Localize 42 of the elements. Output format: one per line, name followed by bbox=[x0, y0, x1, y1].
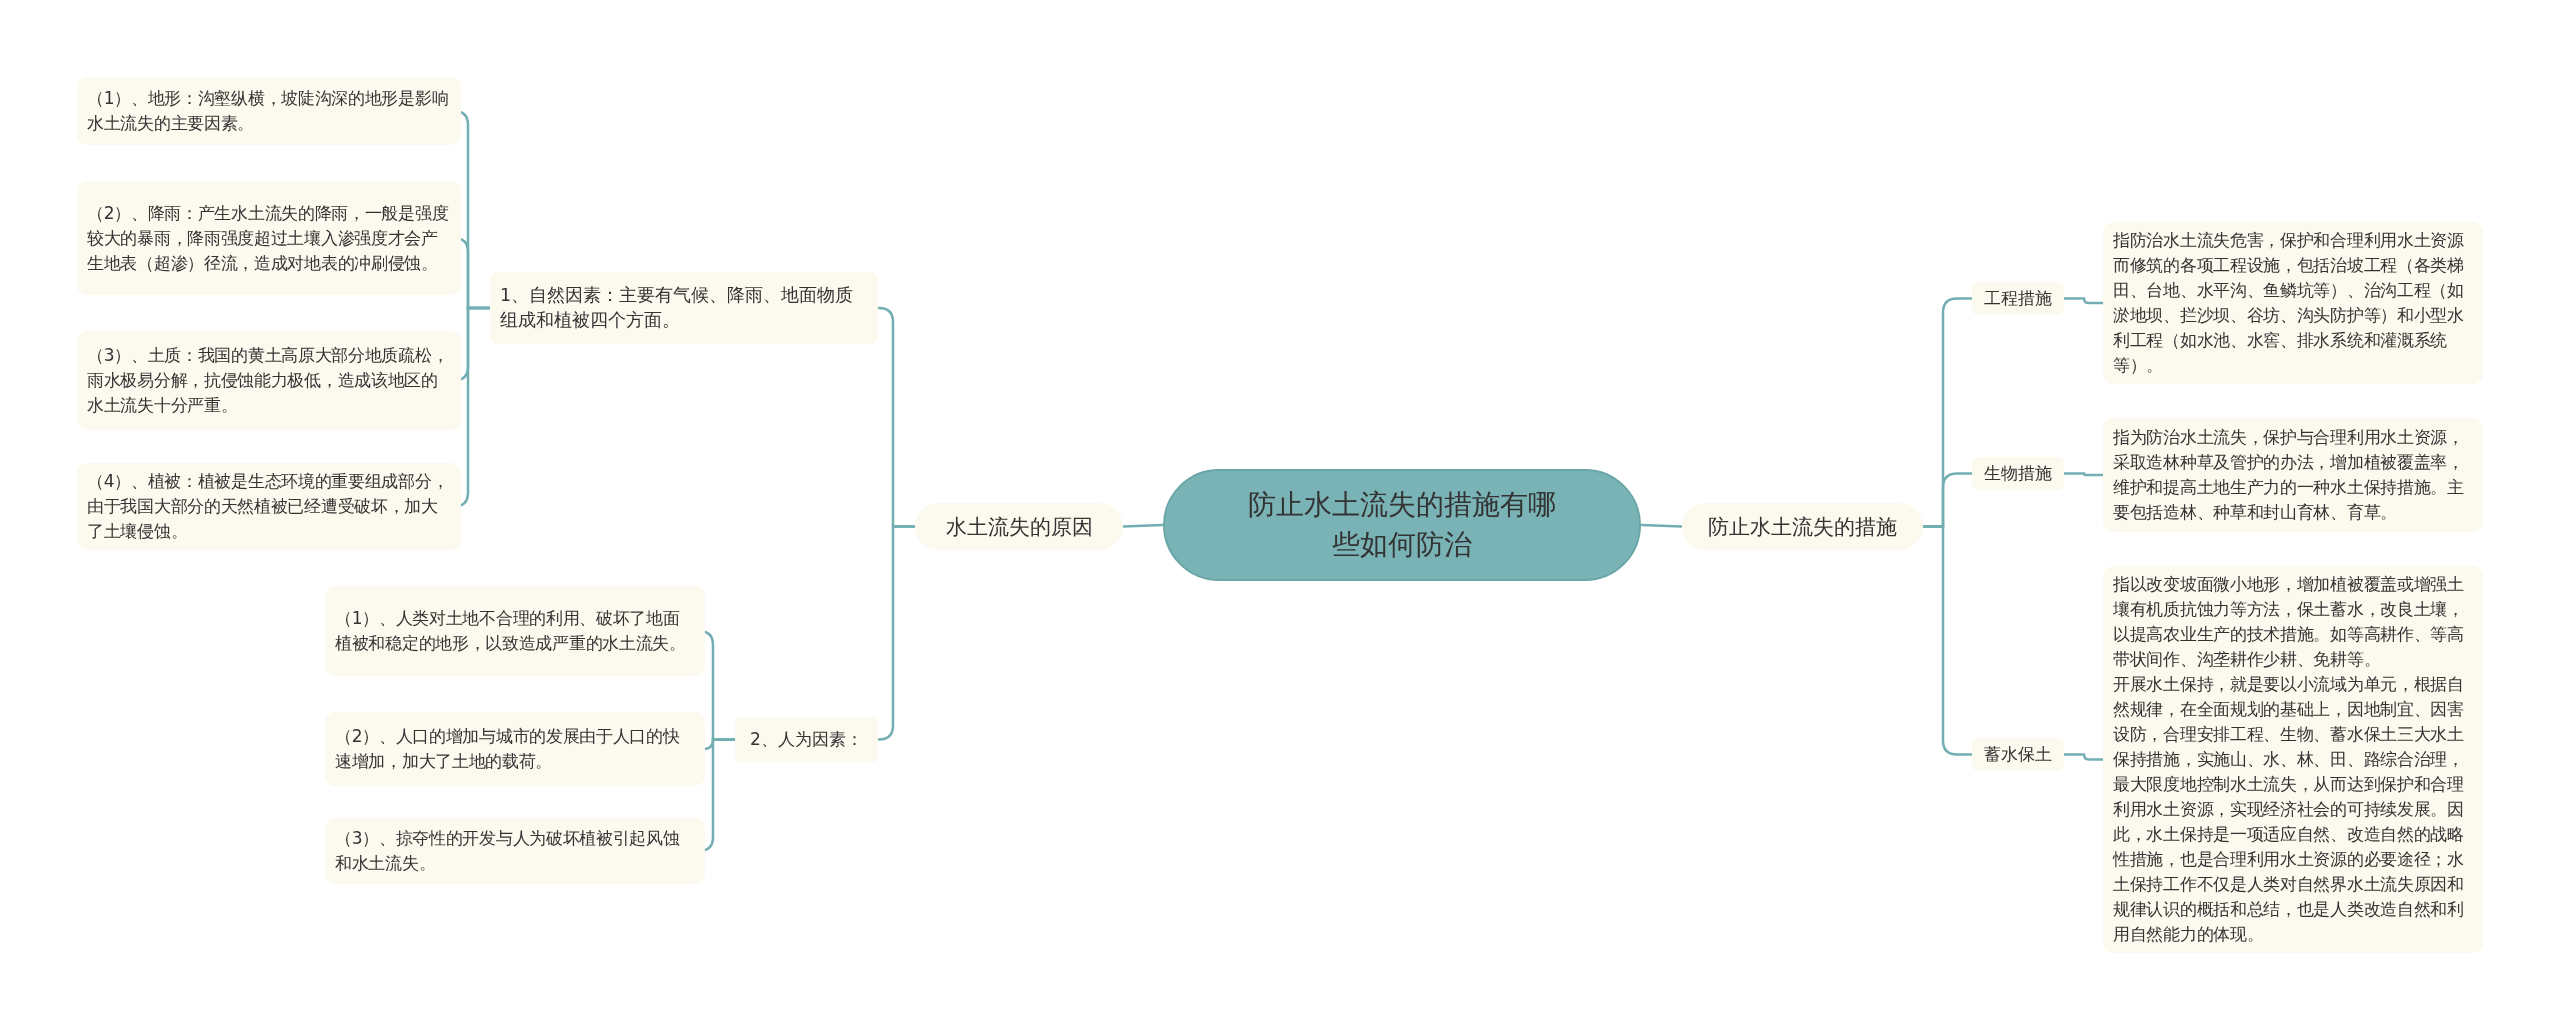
node-text: （1）、人类对土地不合理的利用、破坏了地面植被和稳定的地形，以致造成严重的水土流失。 bbox=[335, 607, 687, 655]
node-text: 蓄水保土 bbox=[1984, 743, 2052, 766]
node-text: （2）、人口的增加与城市的发展由于人口的快速增加，加大了土地的载荷。 bbox=[335, 725, 681, 773]
connector-line bbox=[877, 525, 915, 741]
connector-line bbox=[2064, 753, 2103, 761]
node-text: 2、人为因素： bbox=[750, 728, 863, 751]
text-card bbox=[2103, 566, 2483, 953]
connector-line bbox=[1122, 523, 1164, 528]
branch-box bbox=[1682, 503, 1923, 550]
text-card bbox=[2103, 418, 2483, 532]
text-card bbox=[325, 818, 705, 884]
text-card bbox=[325, 586, 705, 676]
text-card bbox=[77, 181, 461, 295]
node-text: （2）、降雨：产生水土流失的降雨，一般是强度较大的暴雨，降雨强度超过土壤入渗强度才会产生地表（超渗）径流，造成对地表的冲刷侵蚀。 bbox=[87, 201, 450, 275]
node-text: 指防治水土流失危害，保护和合理利用水土资源而修筑的各项工程设施，包括治坡工程（各类梯田、台地、水平沟、鱼鳞坑等）、治沟工程（如淤地坝、拦沙坝、谷坊、沟头防护等）和小型水利工程（如水池、水窖、排水系统和灌溉系统等）。 bbox=[2113, 229, 2465, 377]
node-text: 指为防治水土流失，保护与合理利用水土资源，采取造林种草及管护的办法，增加植被覆盖率，维护和提高土地生产力的一种水土保持措施。主要包括造林、种草和封山育林、育草。 bbox=[2113, 426, 2465, 524]
connector-line bbox=[1640, 523, 1683, 528]
connector-line bbox=[2064, 297, 2103, 305]
node-text: （4）、植被：植被是生态环境的重要组成部分，由于我国大部分的天然植被已经遭受破坏，加大了土壤侵蚀。 bbox=[87, 470, 450, 543]
node-text: （1）、地形：沟壑纵横，坡陡沟深的地形是影响水土流失的主要因素。 bbox=[87, 87, 450, 135]
node-text: 工程措施 bbox=[1984, 287, 2052, 310]
branch-box bbox=[1972, 457, 2064, 490]
node-text: 1、自然因素：主要有气候、降雨、地面物质组成和植被四个方面。 bbox=[500, 284, 855, 332]
text-card bbox=[77, 463, 461, 550]
text-card bbox=[2103, 222, 2483, 384]
branch-box bbox=[490, 272, 878, 344]
branch-box bbox=[1972, 738, 2064, 771]
node-text: 指以改变坡面微小地形，增加植被覆盖或增强土壤有机质抗蚀力等方法，保土蓄水，改良土壤，以提高农业生产的技术措施。如等高耕作、等高带状间作、沟垄耕作少耕、免耕等。 bbox=[2113, 573, 2465, 671]
node-text: （3）、掠夺性的开发与人为破坏植被引起风蚀和水土流失。 bbox=[335, 827, 681, 875]
connector-line bbox=[2064, 472, 2103, 477]
branch-box bbox=[1972, 282, 2064, 315]
node-text: 防止水土流失的措施有哪些如何防治 bbox=[1247, 487, 1557, 563]
branch-box bbox=[735, 717, 878, 762]
node-text: 防止水土流失的措施 bbox=[1708, 513, 1897, 541]
node-text: 生物措施 bbox=[1984, 462, 2052, 485]
text-card bbox=[77, 331, 461, 430]
text-card bbox=[325, 712, 705, 786]
node-text: （3）、土质：我国的黄土高原大部分地质疏松，雨水极易分解，抗侵蚀能力极低，造成该地区的水土流失十分严重。 bbox=[87, 344, 450, 417]
node-text: 水土流失的原因 bbox=[945, 513, 1093, 541]
branch-box bbox=[915, 503, 1123, 550]
text-card bbox=[77, 77, 461, 145]
node-text: 开展水土保持，就是要以小流域为单元，根据自然规律，在全面规划的基础上，因地制宜、因害设防，合理安排工程、生物、蓄水保土三大水土保持措施，实施山、水、林、田、路综合治理，最大限度地控制水土流失，从而达到保护和合理利用水土资源，实现经济社会的可持续发展。因此，水土保持是一项适应自然、改造自然的战略性措施，也是合理利用水土资源的必要途径；水土保持工作不仅是人类对自然界水土流失原因和规律认识的概括和总结，也是人类改造自然和利用自然能力的体现。 bbox=[2113, 673, 2465, 946]
